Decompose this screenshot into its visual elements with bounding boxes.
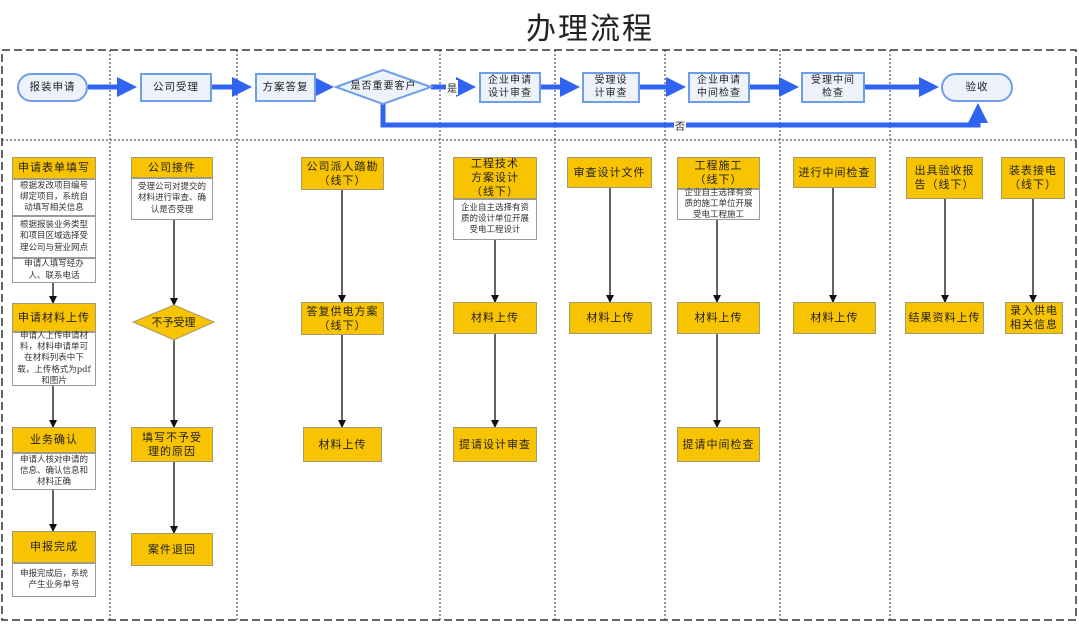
- step-confirm-desc: 申请人核对申请的信息、确认信息和材料正确: [12, 453, 96, 490]
- step-confirm: 业务确认: [12, 427, 96, 453]
- step-review-design: 审查设计文件: [567, 157, 652, 188]
- decision-important-customer-shape: [333, 68, 434, 106]
- step-receive: 公司接件: [131, 157, 213, 178]
- step-upload: 材料上传: [303, 427, 382, 462]
- step-meter-install: 装表接电（线下）: [1001, 157, 1065, 199]
- decision-reject: 不予受理: [151, 315, 196, 329]
- step-construction-desc: 企业自主选择有资质的施工单位开展受电工程施工: [677, 188, 760, 220]
- step-enter-power-info: 录入供电相关信息: [1005, 302, 1063, 334]
- step-mid-inspection: 进行中间检查: [793, 157, 876, 188]
- step-design-desc: 企业自主选择有资质的设计单位开展受电工程设计: [453, 199, 537, 240]
- lane-dividers: [2, 50, 1076, 620]
- step-site-survey: 公司派人踏勘（线下）: [301, 157, 384, 190]
- step-construction: 工程施工（线下）: [677, 157, 760, 189]
- step-fill-form: 申请表单填写: [12, 157, 96, 179]
- start-apply: 报装申请: [17, 73, 88, 102]
- yes-label: 是: [446, 80, 458, 95]
- company-accept: 公司受理: [140, 73, 212, 102]
- step-upload-materials: 申请材料上传: [12, 303, 96, 332]
- step-submit-mid-inspection: 提请中间检查: [677, 427, 760, 462]
- step-acceptance-report: 出具验收报告（线下）: [906, 157, 983, 199]
- step-upload-results: 结果资料上传: [905, 302, 984, 334]
- step-complete-desc: 申报完成后，系统产生业务单号: [12, 563, 96, 597]
- outer-border: [1, 49, 1077, 621]
- step-reject-reason: 填写不予受理的原因: [131, 427, 213, 462]
- step-design: 工程技术方案设计（线下）: [453, 157, 537, 199]
- step-upload: 材料上传: [677, 302, 760, 334]
- mid-inspection-apply: 企业申请中间检查: [688, 72, 750, 103]
- step-reply-plan: 答复供电方案（线下）: [301, 302, 384, 335]
- step-fill-form-desc-3: 申请人填写经办人、联系电话: [12, 258, 96, 283]
- step-complete: 申报完成: [12, 531, 96, 563]
- page-title: 办理流程: [526, 12, 654, 47]
- step-fill-form-desc-2: 根据报装业务类型和项目区域选择受理公司与营业网点: [12, 216, 96, 258]
- step-submit-design-review: 提请设计审查: [453, 427, 537, 462]
- step-case-return: 案件退回: [131, 533, 213, 566]
- step-upload: 材料上传: [569, 302, 652, 334]
- plan-reply: 方案答复: [255, 73, 316, 102]
- step-receive-desc: 受理公司对提交的材料进行审查、确认是否受理: [131, 178, 213, 220]
- step-fill-form-desc-1: 根据发改项目编号绑定项目，系统自动填写相关信息: [12, 179, 96, 216]
- step-upload: 材料上传: [453, 302, 537, 334]
- decision-important-customer: 是否重要客户: [350, 80, 417, 92]
- step-arrows: [49, 188, 1037, 534]
- mid-inspection-accept: 受理中间检查: [801, 72, 865, 103]
- design-review-apply: 企业申请设计审查: [479, 72, 541, 103]
- no-label: 否: [674, 118, 686, 133]
- acceptance-end: 验收: [941, 73, 1013, 102]
- step-upload-materials-desc: 申请人上传申请材料，材料申请单可在材料列表中下载，上传格式为pdf和图片: [12, 331, 96, 386]
- design-review-accept: 受理设计审查: [582, 72, 640, 103]
- step-upload: 材料上传: [793, 302, 876, 334]
- decision-reject-shape: [131, 304, 216, 341]
